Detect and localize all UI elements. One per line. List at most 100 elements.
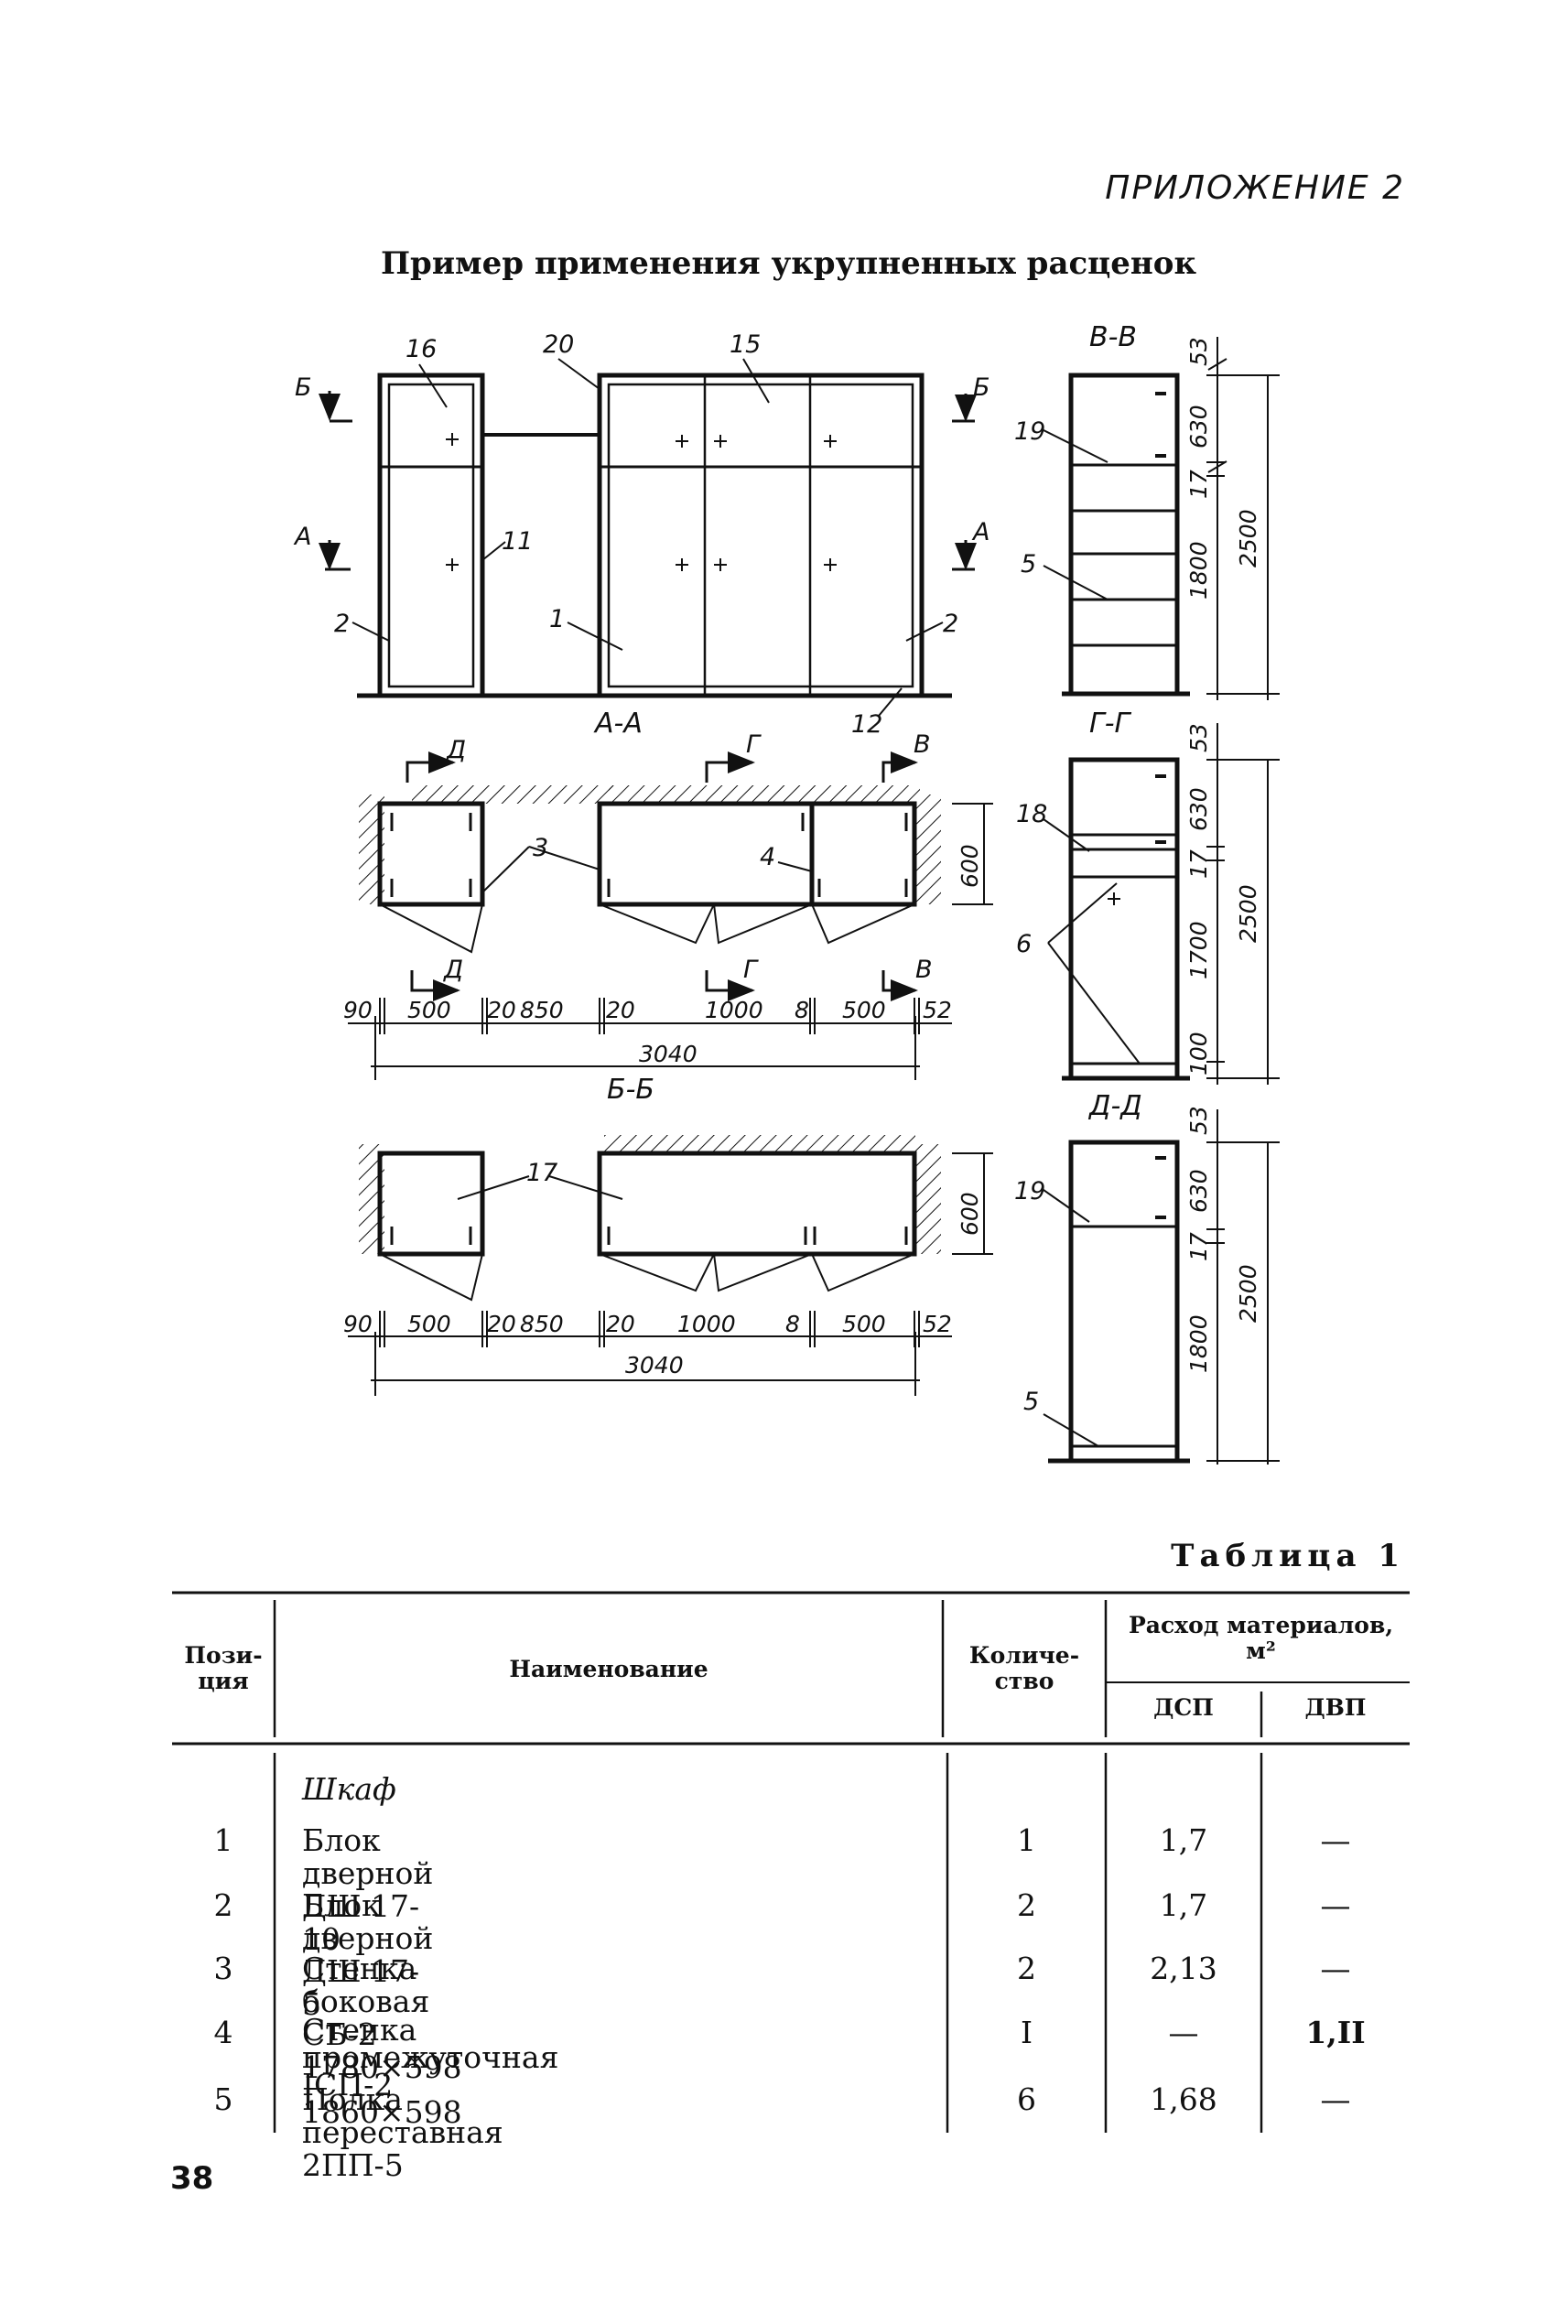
callout-1: 1 <box>549 605 565 633</box>
dim-53-vv: 53 <box>1185 337 1212 366</box>
row-quantity: 2 <box>1017 1887 1036 1923</box>
row-dvp: — <box>1320 1887 1351 1923</box>
row-dvp: — <box>1320 1822 1351 1858</box>
header-dsp: ДСП <box>1153 1694 1214 1721</box>
dim-1000-bb: 1000 <box>677 1311 736 1337</box>
section-label-b-b: Б-Б <box>607 1074 654 1106</box>
dim-20-aa: 20 <box>487 997 516 1023</box>
callout-16: 16 <box>406 335 437 363</box>
dim-90-aa: 90 <box>343 997 373 1023</box>
dim-total-aa: 3040 <box>639 1041 697 1067</box>
callout-15: 15 <box>730 330 761 359</box>
mark-g-bottom: Г <box>743 956 759 984</box>
row-position: 2 <box>213 1887 233 1923</box>
row-dvp: — <box>1320 2081 1351 2117</box>
callout-3: 3 <box>533 834 548 862</box>
row-name: Полка переставная 2ПП-5 <box>302 2081 503 2183</box>
header-materials: Расход материалов, м² <box>1128 1612 1394 1664</box>
callout-5-top: 5 <box>1021 550 1036 578</box>
callout-11: 11 <box>502 527 533 556</box>
row-name: Блок дверной ДШ 17-10 <box>302 1822 434 1957</box>
row-dsp: 1,7 <box>1159 1822 1208 1858</box>
row-quantity: 6 <box>1017 2081 1036 2117</box>
row-name: Блок дверной ДШ 17-5 <box>302 1887 434 2022</box>
section-label-d-d: Д-Д <box>1087 1090 1142 1122</box>
section-mark-b-right: Б <box>973 373 990 402</box>
row-quantity: I <box>1020 2015 1033 2050</box>
dim-500b-bb: 500 <box>842 1311 886 1337</box>
mark-g-top: Г <box>746 730 762 759</box>
row-dsp: — <box>1168 2015 1199 2050</box>
dim-600-aa: 600 <box>957 844 983 888</box>
dim-500-aa: 500 <box>407 997 451 1023</box>
callout-12: 12 <box>851 710 882 739</box>
row-dvp: 1,II <box>1305 2015 1366 2050</box>
header-position: Пози- ция <box>184 1642 263 1694</box>
row-quantity: 1 <box>1017 1822 1036 1858</box>
callout-20: 20 <box>543 330 574 359</box>
callout-6: 6 <box>1016 930 1032 958</box>
dim-17-dd: 17 <box>1185 1232 1212 1261</box>
dim-500b-aa: 500 <box>842 997 886 1023</box>
dim-52-aa: 52 <box>923 997 952 1023</box>
page-number: 38 <box>170 2160 214 2197</box>
row-position: 5 <box>213 2081 233 2117</box>
dim-90-bb: 90 <box>343 1311 373 1337</box>
dim-17-vv: 17 <box>1185 470 1212 499</box>
dim-1700-gg: 1700 <box>1185 921 1212 979</box>
dim-17-gg: 17 <box>1185 849 1212 879</box>
table-rules <box>172 1591 1410 2133</box>
callout-2-right: 2 <box>943 610 958 638</box>
callout-19-bottom: 19 <box>1014 1177 1045 1205</box>
row-dvp: — <box>1320 1951 1351 1986</box>
section-label-a-a: А-А <box>593 708 643 740</box>
callout-19-top: 19 <box>1014 417 1045 446</box>
row-name: Стенка промежуточная ІСП-2 1860×598 <box>302 2012 559 2130</box>
callout-4: 4 <box>760 843 775 871</box>
dim-630-gg: 630 <box>1185 787 1212 831</box>
dim-53-gg: 53 <box>1185 723 1212 752</box>
page-title: Пример применения укрупненных расценок <box>380 245 1197 282</box>
dim-total-bb: 3040 <box>625 1352 684 1378</box>
row-position: 4 <box>213 2015 233 2050</box>
header-name: Наименование <box>509 1656 708 1682</box>
dim-600-bb: 600 <box>957 1192 983 1236</box>
callout-18: 18 <box>1016 800 1047 828</box>
dim-630-vv: 630 <box>1185 405 1212 449</box>
dim-2500-vv: 2500 <box>1235 509 1261 567</box>
callout-2-left: 2 <box>334 610 350 638</box>
mark-d-bottom: Д <box>443 956 463 984</box>
dim-20-bb: 20 <box>487 1311 516 1337</box>
dim-100-gg: 100 <box>1185 1032 1212 1076</box>
dim-52-bb: 52 <box>923 1311 952 1337</box>
mark-d-top: Д <box>446 736 466 764</box>
row-position: 1 <box>213 1822 233 1858</box>
dim-2500-gg: 2500 <box>1235 884 1261 943</box>
row-dsp: 1,7 <box>1159 1887 1208 1923</box>
row-quantity: 2 <box>1017 1951 1036 1986</box>
row-position: 3 <box>213 1951 233 1986</box>
dim-630-dd: 630 <box>1185 1169 1212 1213</box>
header-quantity: Количе- ство <box>968 1642 1080 1694</box>
row-dsp: 2,13 <box>1150 1951 1217 1986</box>
header-dvp: ДВП <box>1304 1694 1367 1721</box>
dim-500-bb: 500 <box>407 1311 451 1337</box>
dim-2500-dd: 2500 <box>1235 1264 1261 1323</box>
callout-5-bottom: 5 <box>1023 1388 1039 1416</box>
dim-1800-dd: 1800 <box>1185 1314 1212 1373</box>
dim-53-dd: 53 <box>1185 1106 1212 1135</box>
dim-20b-aa: 20 <box>606 997 635 1023</box>
callout-17: 17 <box>526 1159 557 1187</box>
row-dsp: 1,68 <box>1150 2081 1217 2117</box>
section-mark-a-right: А <box>971 518 989 546</box>
dim-850-bb: 850 <box>520 1311 564 1337</box>
dim-8-aa: 8 <box>795 997 809 1023</box>
section-label-g-g: Г-Г <box>1089 708 1132 740</box>
section-label-v-v: В-В <box>1089 321 1137 353</box>
mark-v-bottom: В <box>915 956 933 984</box>
dim-20b-bb: 20 <box>606 1311 635 1337</box>
dim-1800-vv: 1800 <box>1185 541 1212 600</box>
dim-1000-aa: 1000 <box>705 997 763 1023</box>
section-mark-a-left: А <box>293 523 311 551</box>
group-label: Шкаф <box>302 1771 396 1807</box>
